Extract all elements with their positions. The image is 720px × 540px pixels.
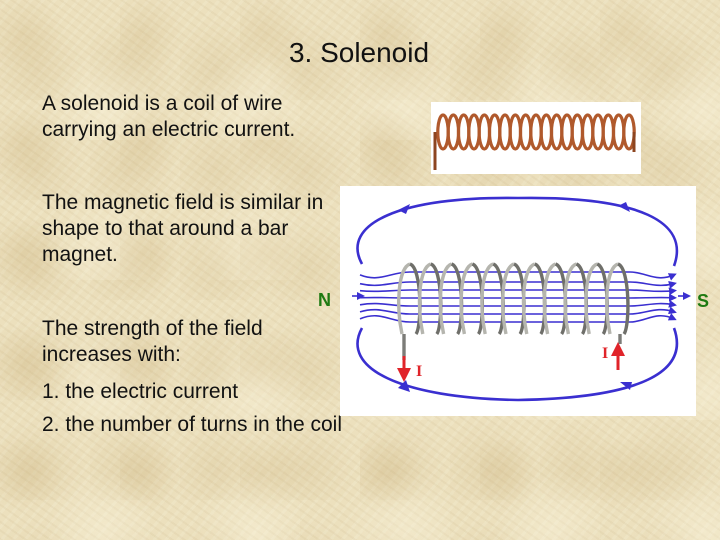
current-label-right: I	[602, 345, 608, 362]
south-pole-label: S	[697, 291, 709, 312]
field-shape-text: The magnetic field is similar in shape t…	[42, 190, 342, 268]
slide-title: 3. Solenoid	[0, 37, 720, 69]
current-label-left: I	[416, 363, 422, 380]
coil-turn-back	[399, 264, 410, 334]
coil-turn-front	[618, 264, 628, 334]
field-diagram-svg: I I	[340, 186, 696, 416]
strength-intro-text: The strength of the field increases with…	[42, 316, 342, 368]
current-arrow-left	[397, 356, 411, 382]
current-arrow-right	[611, 342, 625, 370]
copper-coil-drawing	[431, 102, 641, 174]
outer-field-arrows	[398, 202, 632, 392]
solenoid-field-diagram: I I	[340, 186, 696, 416]
factor-item-current: 1. the electric current	[42, 379, 238, 405]
copper-coil-image	[431, 102, 641, 174]
factor-item-turns: 2. the number of turns in the coil	[42, 412, 342, 438]
solenoid-coil	[399, 264, 628, 334]
definition-text: A solenoid is a coil of wire carrying an…	[42, 91, 342, 143]
arrow-down-icon	[397, 368, 411, 382]
arrow-up-icon	[611, 342, 625, 356]
north-pole-label: N	[318, 290, 331, 311]
